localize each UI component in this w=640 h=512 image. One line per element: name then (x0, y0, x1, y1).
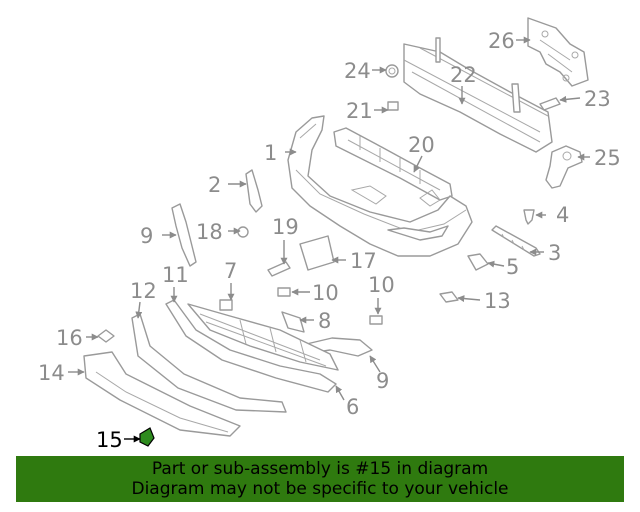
part-22-impact-beam (403, 37, 553, 153)
part-21-bolt (387, 101, 399, 111)
callout-15: 15 (96, 428, 123, 452)
callout-2: 2 (208, 173, 221, 197)
banner-line-part: Part or sub-assembly is #15 in diagram (151, 459, 489, 479)
part-1-bumper-cover (287, 115, 473, 257)
part-7-clip (219, 299, 233, 311)
part-9-upper-bracket (171, 203, 197, 267)
callout-20: 20 (408, 133, 435, 157)
part-25-tow-hook (545, 145, 583, 189)
part-4-fastener (523, 209, 535, 225)
part-23-bolt (539, 97, 561, 111)
callout-26: 26 (488, 29, 515, 53)
part-17-plate-bracket (299, 235, 335, 271)
callout-24: 24 (344, 59, 371, 83)
part-3-bracket-strip (491, 225, 541, 257)
part-10-fastener (277, 287, 383, 325)
part-14-skid-plate (83, 351, 241, 437)
part-19-stud (267, 261, 291, 277)
callout-23: 23 (584, 87, 611, 111)
info-banner: Part or sub-assembly is #15 in diagram D… (16, 456, 624, 502)
part-2-bracket (245, 169, 263, 213)
part-15-highlighted (139, 427, 155, 447)
callout-4: 4 (556, 203, 569, 227)
callout-17: 17 (350, 249, 377, 273)
part-12-lower-trim (131, 313, 287, 413)
callout-7: 7 (224, 259, 237, 283)
callout-18: 18 (196, 220, 223, 244)
callout-22: 22 (450, 63, 477, 87)
callout-labels: 1 2 3 4 5 6 7 8 9 9 10 10 11 12 13 14 15… (38, 29, 621, 452)
callout-10-left: 10 (312, 281, 339, 305)
callout-13: 13 (484, 289, 511, 313)
callout-11: 11 (162, 263, 189, 287)
part-18-bolt (237, 226, 249, 238)
callout-25: 25 (594, 146, 621, 170)
callout-16: 16 (56, 326, 83, 350)
leader-lines (68, 36, 590, 443)
part-16-clip (97, 329, 115, 343)
part-8-bracket (281, 311, 305, 333)
part-26-bracket (527, 17, 589, 87)
callout-1: 1 (264, 141, 277, 165)
part-20-upper-support (333, 127, 453, 201)
callout-6: 6 (346, 395, 359, 419)
callout-5: 5 (506, 255, 519, 279)
part-24-clip (385, 64, 399, 78)
callout-9-lower: 9 (376, 369, 389, 393)
part-5-bracket (467, 253, 489, 271)
part-11-lower-grille (165, 299, 339, 393)
callout-21: 21 (346, 99, 373, 123)
callout-19: 19 (272, 215, 299, 239)
callout-9-upper: 9 (140, 224, 153, 248)
part-13-sensor (439, 291, 459, 303)
parts-diagram: 1 2 3 4 5 6 7 8 9 9 10 10 11 12 13 14 15… (38, 17, 621, 452)
banner-line-disclaimer: Diagram may not be specific to your vehi… (131, 479, 509, 499)
callout-8: 8 (318, 309, 331, 333)
callout-10-right: 10 (368, 273, 395, 297)
callout-14: 14 (38, 361, 65, 385)
callout-12: 12 (130, 279, 157, 303)
callout-3: 3 (548, 241, 561, 265)
